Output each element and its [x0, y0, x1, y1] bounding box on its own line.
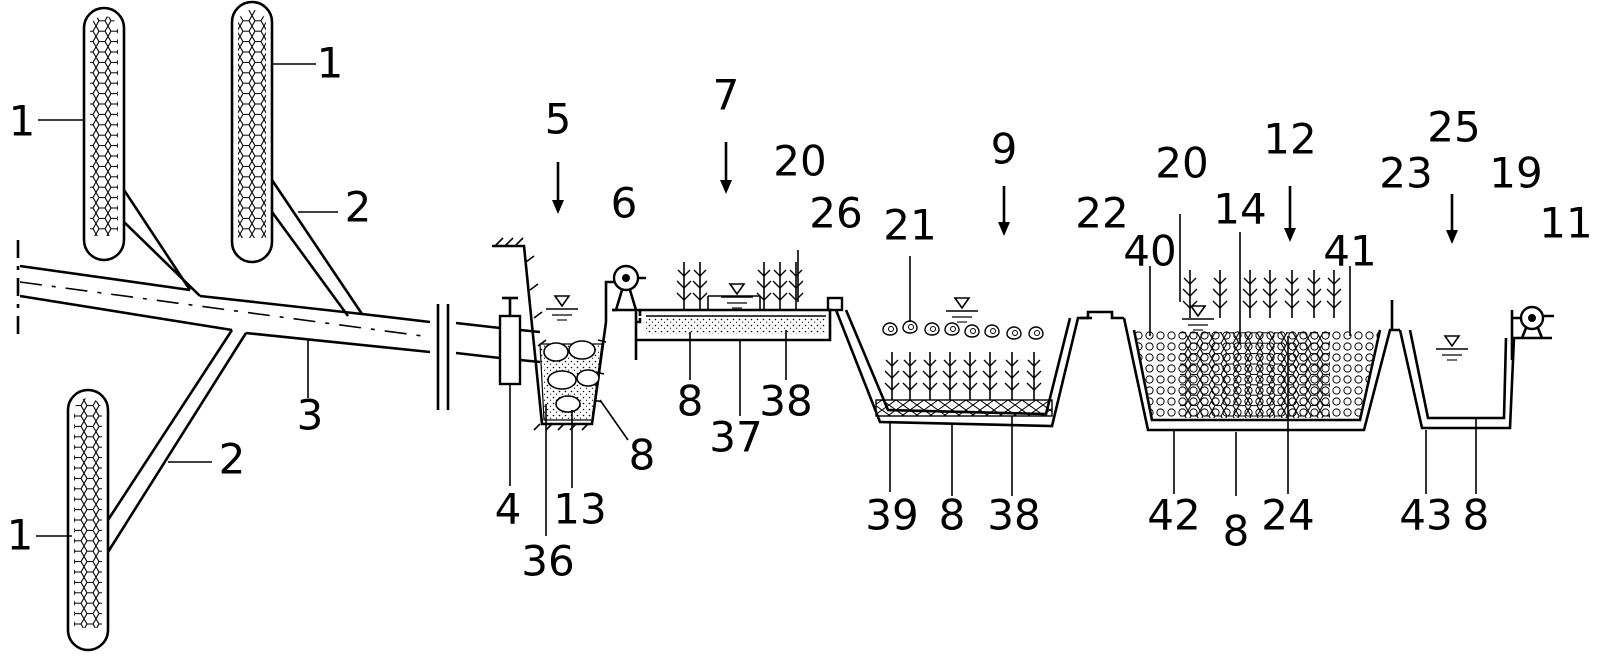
surface-flow-wetland	[612, 261, 832, 360]
plant-wetland-pond	[834, 309, 1092, 428]
leader-lines	[36, 63, 1477, 537]
label-21: 21	[883, 201, 936, 250]
label-38a: 38	[759, 377, 812, 426]
label-19: 19	[1489, 149, 1542, 198]
water-level-triangle-icon	[1181, 305, 1215, 331]
weir	[826, 296, 844, 312]
branch-pipes	[106, 179, 364, 553]
label-8c: 8	[939, 491, 966, 540]
label-well-1b: 1	[317, 39, 344, 88]
label-filter-bed-12: 12	[1263, 115, 1316, 164]
water-level-triangle-icon	[1435, 335, 1469, 361]
label-pump-11: 11	[1539, 199, 1592, 248]
label-main-pipe-3: 3	[297, 391, 324, 440]
label-outlet-23: 23	[1379, 149, 1432, 198]
label-14: 14	[1213, 185, 1266, 234]
label-weir-26: 26	[809, 189, 862, 238]
arrows	[552, 142, 1458, 244]
label-grit-chamber-5: 5	[545, 95, 572, 144]
water-level-triangle-icon	[545, 295, 579, 321]
main-pipe	[16, 240, 541, 410]
label-8a: 8	[629, 431, 656, 480]
label-pump-6: 6	[611, 179, 638, 228]
label-42: 42	[1147, 491, 1200, 540]
label-8e: 8	[1463, 491, 1490, 540]
label-39: 39	[865, 491, 918, 540]
label-43: 43	[1399, 491, 1452, 540]
well-top-right	[230, 0, 274, 264]
filter-bed	[1122, 269, 1400, 432]
grit-chamber	[492, 237, 608, 431]
label-well-1c: 1	[7, 511, 34, 560]
label-surface-wetland-7: 7	[713, 71, 740, 120]
label-8b: 8	[677, 377, 704, 426]
label-clear-tank-25: 25	[1427, 103, 1480, 152]
label-well-1a: 1	[9, 97, 36, 146]
label-24: 24	[1261, 491, 1314, 540]
label-37: 37	[709, 413, 762, 462]
label-weir-22: 22	[1075, 189, 1128, 238]
label-40: 40	[1123, 227, 1176, 276]
label-8d: 8	[1223, 507, 1250, 556]
well-bottom-left	[66, 388, 110, 652]
label-branch-2b: 2	[219, 435, 246, 484]
label-branch-2a: 2	[345, 183, 372, 232]
label-plant-pond-9: 9	[991, 125, 1018, 174]
label-36: 36	[521, 537, 574, 586]
label-13: 13	[553, 485, 606, 534]
label-valve-4: 4	[495, 485, 522, 534]
well-top-left	[82, 6, 126, 262]
water-level-triangle-icon	[945, 297, 979, 323]
label-41: 41	[1323, 227, 1376, 276]
pump-icon	[1512, 305, 1554, 339]
label-plants-20a: 20	[773, 137, 826, 186]
separator-weir	[1080, 310, 1124, 320]
valve-icon	[498, 296, 522, 386]
label-38b: 38	[987, 491, 1040, 540]
label-plants-20b: 20	[1155, 139, 1208, 188]
